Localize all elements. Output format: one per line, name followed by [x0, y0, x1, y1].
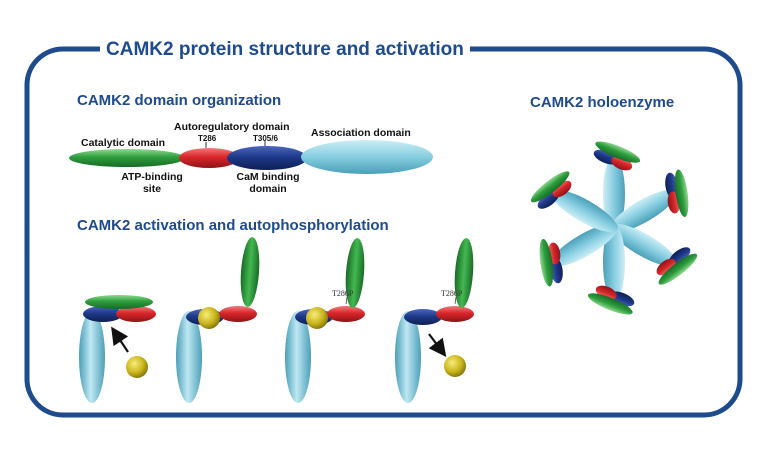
catalytic-domain-shape	[674, 169, 689, 218]
calmodulin-ball	[444, 355, 466, 377]
autoregulatory-domain-shape	[327, 306, 365, 322]
t286-label: T286	[198, 134, 217, 143]
activation-panel-4	[395, 238, 474, 403]
autoregulatory-domain-shape	[116, 306, 156, 322]
cam-binding-domain-shape	[404, 309, 442, 325]
association-domain-shape	[301, 140, 433, 174]
catalytic-domain-shape	[539, 238, 554, 287]
autoregulatory-domain-shape	[552, 180, 572, 198]
phospho-tag-panel-3: T286P	[332, 289, 354, 298]
binding-arrow	[111, 326, 129, 353]
holoenzyme-association-spoke	[603, 224, 625, 300]
holoenzyme-kinase-subunit	[587, 285, 635, 315]
cam-binding-domain-shape	[83, 306, 123, 322]
atp-binding-label-line2: site	[142, 183, 162, 195]
cam-binding-label-line1: CaM binding	[236, 171, 300, 183]
catalytic-domain-shape	[240, 237, 260, 307]
phospho-pointer	[454, 296, 457, 305]
cam-binding-domain-shape	[227, 146, 307, 170]
autoregulatory-domain-shape	[656, 258, 676, 276]
catalytic-domain-shape	[85, 295, 153, 309]
activation-panel-1	[79, 295, 156, 403]
catalytic-domain-shape	[69, 149, 185, 167]
holoenzyme-association-spoke	[551, 223, 618, 267]
holoenzyme-heading: CAMK2 holoenzyme	[530, 94, 675, 111]
autoregulatory-domain-shape	[179, 148, 239, 168]
holoenzyme-association-spoke	[603, 156, 625, 232]
activation-heading: CAMK2 activation and autophosphorylation	[77, 217, 389, 234]
catalytic-domain-label: Catalytic domain	[81, 137, 166, 149]
calmodulin-ball	[126, 356, 148, 378]
page-title: CAMK2 protein structure and activation	[100, 37, 470, 63]
holoenzyme-kinase-subunit	[656, 247, 698, 285]
autoregulatory-domain-shape	[219, 306, 257, 322]
autoregulatory-domain-shape	[436, 306, 474, 322]
association-domain-shape	[395, 311, 421, 403]
catalytic-domain-shape	[587, 293, 633, 315]
catalytic-domain-shape	[595, 141, 641, 163]
association-domain-label: Association domain	[311, 127, 411, 139]
association-domain-shape	[285, 311, 311, 403]
calmodulin-ball	[306, 307, 328, 329]
cam-binding-label-line2: domain	[249, 183, 287, 195]
catalytic-domain-shape	[345, 238, 365, 308]
holoenzyme-kinase-subunit	[530, 171, 572, 209]
holoenzyme-figure	[530, 141, 698, 315]
calmodulin-ball	[198, 307, 220, 329]
holoenzyme-association-spoke	[610, 223, 677, 267]
holoenzyme-kinase-subunit	[539, 238, 563, 287]
catalytic-domain-shape	[454, 238, 474, 308]
autoregulatory-domain-label: Autoregulatory domain	[174, 121, 290, 133]
catalytic-domain-shape	[658, 253, 698, 285]
association-domain-shape	[79, 311, 105, 403]
release-arrow	[428, 333, 447, 358]
domain-organization-heading: CAMK2 domain organization	[77, 92, 282, 109]
holoenzyme-association-spoke	[610, 189, 677, 233]
atp-binding-label-line1: ATP-binding	[121, 171, 183, 183]
activation-panel-3	[285, 238, 365, 403]
domain-organization-bar	[69, 140, 433, 174]
holoenzyme-kinase-subunit	[593, 141, 641, 171]
phospho-pointer	[345, 296, 348, 305]
association-domain-shape	[176, 311, 202, 403]
catalytic-domain-shape	[530, 171, 570, 203]
holoenzyme-association-spoke	[551, 189, 618, 233]
t305-label: T305/6	[253, 134, 278, 143]
phospho-tag-panel-4: T286P	[441, 289, 463, 298]
activation-panel-2	[176, 237, 260, 403]
holoenzyme-kinase-subunit	[665, 169, 689, 218]
